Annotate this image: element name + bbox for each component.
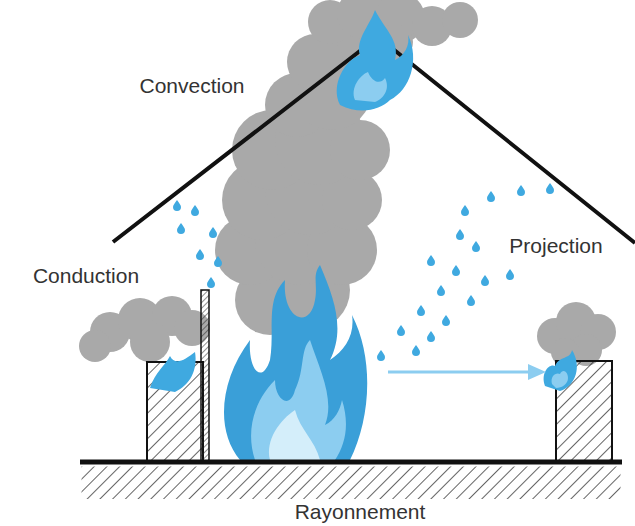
conduction-flame	[150, 352, 196, 392]
ember	[437, 285, 445, 296]
radiation-flame	[544, 350, 577, 391]
mode-label: Conduction	[33, 264, 139, 287]
radiation-arrow	[388, 371, 530, 374]
hatch-mask	[80, 465, 622, 501]
ember	[397, 325, 405, 336]
ember	[467, 295, 475, 306]
roof-flame-core	[354, 72, 387, 102]
ember	[377, 350, 385, 361]
main-flame-core	[269, 410, 320, 460]
ember	[417, 305, 425, 316]
mode-label: Rayonnement	[295, 500, 426, 523]
ember	[207, 277, 215, 288]
main-flame	[224, 265, 367, 460]
smoke-puff	[130, 322, 170, 362]
partition-wall	[201, 290, 209, 462]
smoke-left	[79, 296, 210, 362]
ground-hatch	[80, 465, 622, 499]
ember	[209, 227, 217, 238]
ember	[214, 256, 222, 267]
ember	[481, 275, 489, 286]
ember	[177, 223, 185, 234]
ember	[412, 345, 420, 356]
ember	[461, 205, 469, 216]
smoke-puff	[79, 330, 111, 362]
mode-label: Projection	[509, 234, 602, 257]
radiation-flame-core	[552, 371, 568, 388]
smoke-puff	[442, 2, 478, 38]
ember	[196, 249, 204, 260]
ember	[487, 191, 495, 202]
floor-line	[80, 460, 622, 465]
ember	[427, 331, 435, 342]
ember	[427, 255, 435, 266]
smoke-right	[537, 302, 616, 366]
ember	[456, 229, 464, 240]
ember	[517, 185, 525, 196]
ember	[472, 241, 480, 252]
radiation-arrowhead	[528, 364, 546, 380]
ember	[442, 315, 450, 326]
roof-flame	[337, 10, 413, 110]
ember	[173, 200, 181, 211]
ember	[452, 265, 460, 276]
ember	[546, 183, 554, 194]
main-flame-middle	[251, 340, 346, 460]
smoke-column	[215, 0, 478, 335]
embers	[173, 183, 554, 361]
ember	[506, 269, 514, 280]
ember	[191, 205, 199, 216]
mode-label: Convection	[139, 74, 244, 97]
